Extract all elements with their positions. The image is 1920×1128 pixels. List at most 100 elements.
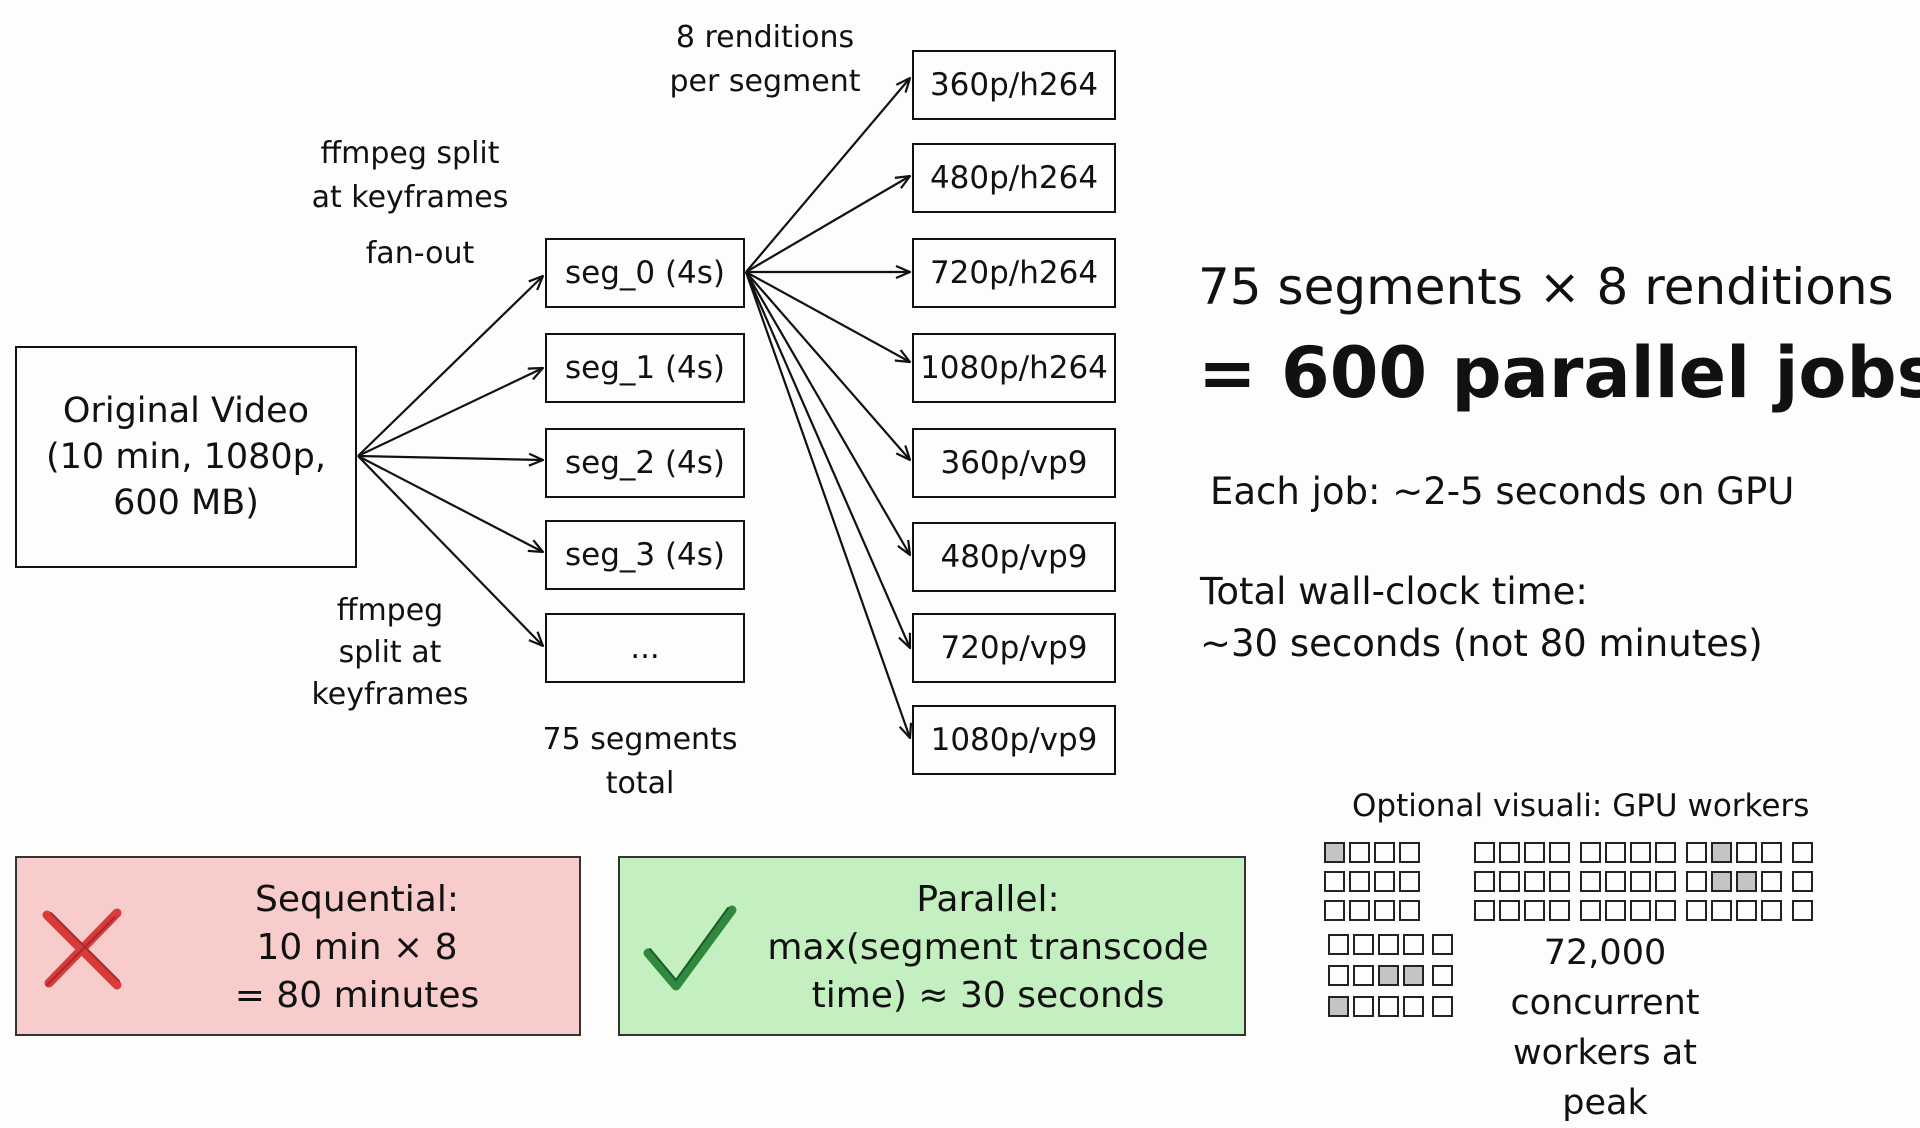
rendition-box: 360p/vp9 bbox=[912, 428, 1116, 498]
gpu-worker-cell bbox=[1630, 842, 1651, 863]
gpu-worker-cell bbox=[1711, 900, 1732, 921]
transcode-arrow bbox=[745, 176, 910, 273]
gpu-worker-cell bbox=[1432, 965, 1453, 986]
rendition-label: 1080p/h264 bbox=[920, 350, 1108, 386]
gpu-worker-cell bbox=[1605, 842, 1626, 863]
split-at-keyframes-bottom-label: ffmpeg split at keyframes bbox=[311, 593, 469, 712]
wall-clock-text: Total wall-clock time: ~30 seconds (not … bbox=[1200, 570, 1763, 665]
gpu-worker-cell bbox=[1399, 871, 1420, 892]
gpu-worker-cell bbox=[1378, 996, 1399, 1017]
rendition-label: 720p/vp9 bbox=[940, 630, 1088, 666]
gpu-worker-cell bbox=[1474, 900, 1495, 921]
gpu-worker-cell bbox=[1761, 871, 1782, 892]
sequential-text: Sequential: 10 min × 8 = 80 minutes bbox=[234, 879, 480, 1016]
segment-box: seg_1 (4s) bbox=[545, 333, 745, 403]
gpu-worker-cell bbox=[1580, 900, 1601, 921]
gpu-worker-cell bbox=[1580, 871, 1601, 892]
gpu-worker-cell bbox=[1432, 996, 1453, 1017]
gpu-worker-cell bbox=[1324, 871, 1345, 892]
gpu-worker-cell bbox=[1474, 842, 1495, 863]
gpu-worker-cell bbox=[1736, 842, 1757, 863]
gpu-worker-cell bbox=[1549, 842, 1570, 863]
gpu-workers-caption: 72,000 concurrent workers at peak bbox=[1510, 933, 1700, 1123]
gpu-worker-cell bbox=[1349, 842, 1370, 863]
gpu-worker-cell bbox=[1374, 871, 1395, 892]
segment-box: seg_2 (4s) bbox=[545, 428, 745, 498]
segment-box: seg_3 (4s) bbox=[545, 520, 745, 590]
gpu-worker-cell bbox=[1474, 871, 1495, 892]
rendition-label: 480p/vp9 bbox=[940, 539, 1088, 575]
segment-label: seg_2 (4s) bbox=[564, 445, 726, 481]
gpu-worker-cell-active bbox=[1711, 842, 1732, 863]
rendition-label: 1080p/vp9 bbox=[930, 722, 1098, 758]
gpu-worker-cell bbox=[1761, 900, 1782, 921]
gpu-worker-cell-active bbox=[1711, 871, 1732, 892]
gpu-worker-cell bbox=[1524, 842, 1545, 863]
gpu-worker-cell bbox=[1374, 900, 1395, 921]
gpu-worker-cell bbox=[1499, 842, 1520, 863]
segment-label: seg_0 (4s) bbox=[564, 255, 726, 291]
gpu-worker-cell bbox=[1328, 934, 1349, 955]
gpu-worker-cell bbox=[1353, 996, 1374, 1017]
cross-icon bbox=[42, 908, 122, 990]
rendition-box: 1080p/vp9 bbox=[912, 705, 1116, 775]
gpu-worker-cell-active bbox=[1403, 965, 1424, 986]
gpu-worker-cell bbox=[1403, 934, 1424, 955]
gpu-worker-cell bbox=[1655, 900, 1676, 921]
gpu-worker-cell bbox=[1499, 871, 1520, 892]
renditions-per-segment-label: 8 renditions per segment bbox=[669, 20, 861, 99]
split-arrow bbox=[357, 368, 543, 457]
connector-layer bbox=[357, 0, 1920, 1047]
summary-line-2: = 600 parallel jobs bbox=[1198, 332, 1920, 414]
segment-label: ... bbox=[630, 630, 660, 666]
transcode-arrow bbox=[744, 271, 910, 648]
gpu-worker-cell bbox=[1374, 842, 1395, 863]
segment-label: seg_3 (4s) bbox=[564, 537, 726, 573]
each-job-text: Each job: ~2-5 seconds on GPU bbox=[1210, 470, 1795, 513]
segment-label: seg_1 (4s) bbox=[564, 350, 726, 386]
gpu-worker-cell bbox=[1686, 842, 1707, 863]
gpu-worker-cell bbox=[1349, 900, 1370, 921]
transcode-arrow bbox=[745, 78, 910, 273]
gpu-worker-cell-active bbox=[1328, 996, 1349, 1017]
transcode-arrow bbox=[745, 271, 910, 460]
gpu-worker-cell bbox=[1432, 934, 1453, 955]
gpu-worker-cell bbox=[1549, 871, 1570, 892]
gpu-worker-cell bbox=[1605, 900, 1626, 921]
gpu-worker-cell-active bbox=[1378, 965, 1399, 986]
gpu-worker-cell bbox=[1792, 900, 1813, 921]
sequential-panel: Sequential: 10 min × 8 = 80 minutes bbox=[15, 856, 581, 1036]
gpu-worker-cell bbox=[1328, 965, 1349, 986]
split-arrow bbox=[357, 276, 543, 457]
parallel-panel: Parallel: max(segment transcode time) ≈ … bbox=[618, 856, 1246, 1036]
gpu-worker-cell-active bbox=[1736, 871, 1757, 892]
source-video-label: Original Video (10 min, 1080p, 600 MB) bbox=[46, 391, 326, 523]
gpu-worker-cell bbox=[1580, 842, 1601, 863]
gpu-worker-cell bbox=[1655, 871, 1676, 892]
fan-out-label: fan-out bbox=[365, 236, 475, 271]
gpu-worker-cell bbox=[1655, 842, 1676, 863]
segment-box-ellipsis: ... bbox=[545, 613, 745, 683]
gpu-workers-title: Optional visuali: GPU workers bbox=[1352, 788, 1810, 824]
split-arrow bbox=[357, 456, 543, 460]
rendition-box: 720p/h264 bbox=[912, 238, 1116, 308]
rendition-box: 1080p/h264 bbox=[912, 333, 1116, 403]
gpu-worker-cell-active bbox=[1324, 842, 1345, 863]
segments-total-label: 75 segments total bbox=[542, 722, 738, 801]
gpu-worker-cell bbox=[1736, 900, 1757, 921]
gpu-worker-cell bbox=[1792, 842, 1813, 863]
rendition-box: 480p/vp9 bbox=[912, 522, 1116, 592]
gpu-worker-cell bbox=[1399, 842, 1420, 863]
gpu-worker-cell bbox=[1324, 900, 1345, 921]
gpu-worker-cell bbox=[1630, 871, 1651, 892]
gpu-worker-cell bbox=[1353, 934, 1374, 955]
split-at-keyframes-label: ffmpeg split at keyframes bbox=[311, 136, 509, 215]
split-arrow bbox=[357, 455, 543, 646]
gpu-worker-cell bbox=[1761, 842, 1782, 863]
gpu-worker-cell bbox=[1524, 900, 1545, 921]
rendition-box: 720p/vp9 bbox=[912, 613, 1116, 683]
pipeline-diagram: Original Video (10 min, 1080p, 600 MB) f… bbox=[15, 0, 1920, 1123]
gpu-worker-cell bbox=[1399, 900, 1420, 921]
checkmark-icon bbox=[643, 905, 737, 991]
rendition-box: 360p/h264 bbox=[912, 50, 1116, 120]
